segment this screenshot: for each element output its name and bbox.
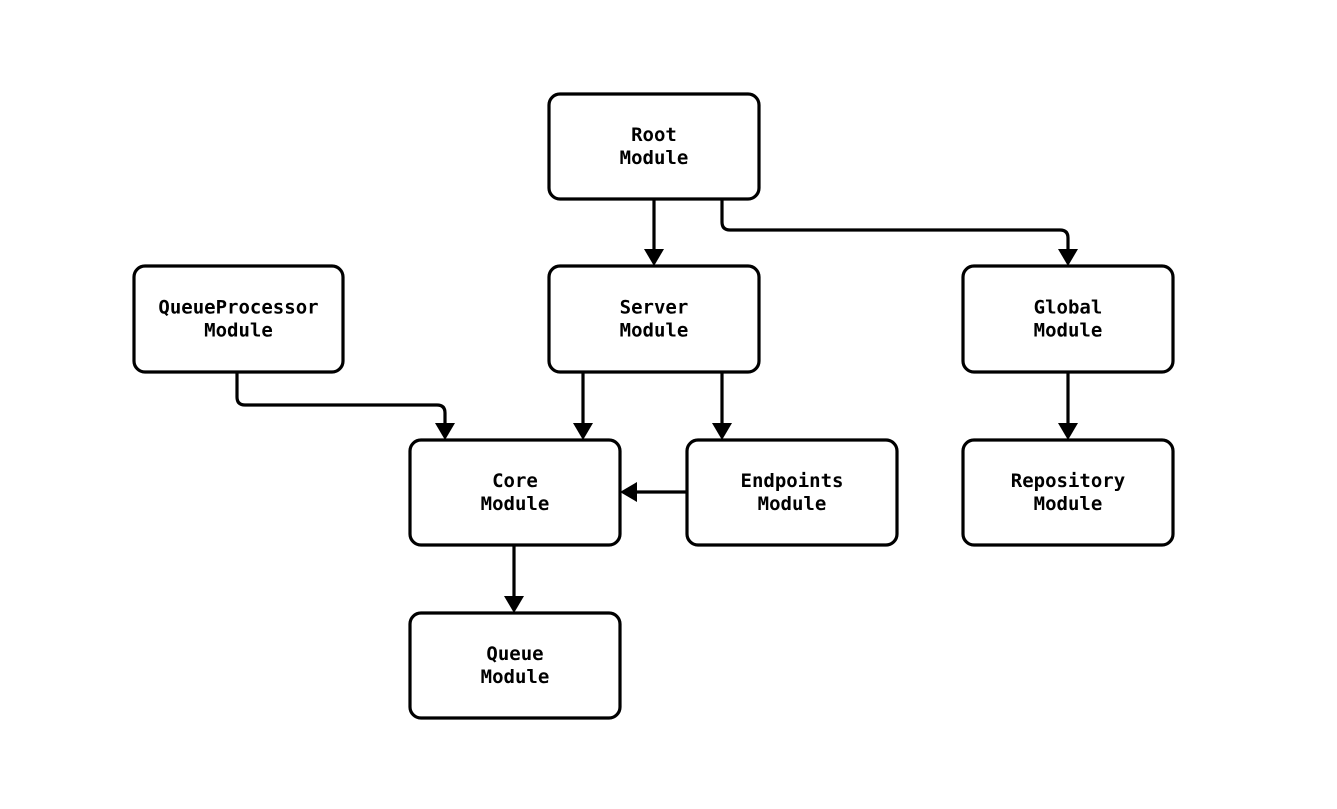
arrowhead-icon (435, 423, 455, 440)
node-label-line1: Core (492, 470, 538, 492)
edge-root-to-server (644, 199, 664, 266)
node-label-line2: Module (620, 147, 689, 169)
node-label-line1: QueueProcessor (158, 297, 318, 319)
node-label-line1: Server (620, 297, 689, 319)
edge-root-to-global (720, 199, 1078, 266)
node-label-line1: Repository (1011, 470, 1125, 492)
node-box[interactable] (408, 611, 622, 720)
arrowhead-icon (644, 249, 664, 266)
arrowhead-icon (504, 596, 524, 613)
arrowhead-icon (573, 423, 593, 440)
node-label-line2: Module (1034, 320, 1103, 342)
edge-endpoints-to-core (620, 482, 687, 502)
node-box[interactable] (408, 438, 622, 547)
node-label-line2: Module (204, 320, 273, 342)
edge-queueprocessor-to-core (235, 372, 455, 440)
node-label-line2: Module (1034, 493, 1103, 515)
edge-core-to-queue (504, 545, 524, 613)
nodes-layer: RootModuleQueueProcessorModuleServerModu… (132, 92, 1175, 720)
edge-line (720, 199, 1070, 249)
edges-layer (235, 199, 1078, 613)
node-label-line2: Module (758, 493, 827, 515)
arrowhead-icon (1058, 423, 1078, 440)
node-box[interactable] (961, 438, 1175, 547)
node-label-line1: Queue (486, 643, 543, 665)
edge-global-to-repository (1058, 372, 1078, 440)
node-box[interactable] (961, 264, 1175, 374)
node-label-line1: Global (1034, 297, 1103, 319)
node-box[interactable] (132, 264, 345, 374)
node-label-line1: Root (631, 124, 677, 146)
node-label-line2: Module (481, 666, 550, 688)
node-box[interactable] (547, 92, 761, 201)
node-label-line2: Module (620, 320, 689, 342)
edge-server-to-endpoints (712, 372, 732, 440)
edge-server-to-core (573, 372, 593, 440)
edge-line (235, 372, 447, 423)
arrowhead-icon (712, 423, 732, 440)
arrowhead-icon (1058, 249, 1078, 266)
node-box[interactable] (685, 438, 899, 547)
node-box[interactable] (547, 264, 761, 374)
arrowhead-icon (620, 482, 637, 502)
node-label-line1: Endpoints (741, 470, 844, 492)
node-label-line2: Module (481, 493, 550, 515)
